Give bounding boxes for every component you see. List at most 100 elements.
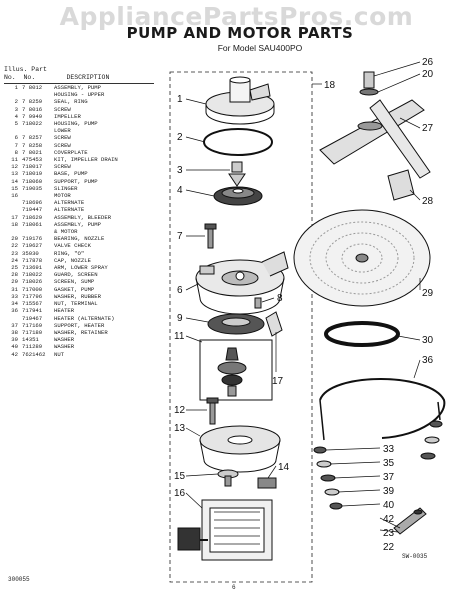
parts-description: SCREW — [54, 134, 71, 142]
parts-description: WASHER, RUBBER — [54, 292, 101, 300]
screen-guard — [387, 169, 415, 201]
parts-description: HEATER — [54, 307, 75, 315]
parts-part-no: 7 8259 — [22, 98, 43, 106]
parts-description: HOUSING - UPPER — [54, 91, 105, 99]
parts-description: ARM, LOWER SPRAY — [54, 264, 108, 272]
parts-illus-no: 18 — [11, 220, 18, 228]
parts-illus-no: 13 — [11, 170, 18, 178]
callout-11: 11 — [174, 331, 185, 342]
parts-illus-no: 2 — [14, 98, 18, 106]
parts-description: MOTOR — [54, 192, 71, 200]
parts-illus-no: 7 — [14, 141, 18, 149]
callout-16: 16 — [174, 488, 186, 499]
parts-illus-no: 25 — [11, 264, 18, 272]
motor — [177, 499, 273, 561]
bleeder-assembly — [265, 311, 283, 337]
parts-description: BEARING, NOZZLE — [54, 235, 105, 243]
parts-part-no: 7621462 — [22, 350, 46, 358]
callout-33: 33 — [383, 444, 395, 455]
header-illus-part: Illus. Part — [4, 66, 47, 73]
screw-part-12 — [206, 397, 219, 425]
parts-illus-no: 20 — [11, 235, 18, 243]
parts-description: IMPELLER — [54, 112, 81, 120]
parts-illus-no: 16 — [11, 192, 18, 200]
callout-39: 39 — [383, 486, 395, 497]
parts-illus-no: 3 — [14, 105, 18, 113]
parts-row: 33 717796 WASHER, RUBBER — [4, 293, 159, 300]
parts-description: WASHER — [54, 336, 75, 344]
parts-illus-no: 39 — [11, 336, 18, 344]
parts-illus-no: 22 — [11, 242, 18, 250]
parts-description: RING, "O" — [54, 249, 85, 257]
check-valve — [393, 507, 427, 535]
callout-20: 20 — [422, 69, 434, 80]
parts-description: CAP, NOZZLE — [54, 256, 91, 264]
parts-row: & MOTOR — [4, 228, 159, 235]
parts-description: LOWER — [54, 127, 71, 135]
upper-housing — [205, 76, 275, 125]
callout-14: 14 — [278, 462, 290, 473]
parts-description: SUPPORT, PUMP — [54, 177, 98, 185]
parts-part-no: 717000 — [22, 285, 43, 293]
parts-illus-no: 15 — [11, 184, 18, 192]
parts-part-no: 717796 — [22, 292, 43, 300]
parts-description: SCREW — [54, 105, 71, 113]
parts-part-no: 715567 — [22, 300, 43, 308]
spray-arm — [319, 71, 431, 179]
parts-description: WASHER, RETAINER — [54, 328, 108, 336]
coverplate-bolt — [254, 297, 262, 309]
parts-part-no: 718017 — [22, 163, 43, 171]
parts-description: SCREW — [54, 141, 71, 149]
header-no-2: No. — [23, 74, 36, 81]
page-title: PUMP AND MOTOR PARTS — [126, 24, 354, 42]
parts-part-no: 718629 — [22, 213, 43, 221]
parts-description: HEATER (ALTERNATE) — [54, 314, 115, 322]
parts-part-no: 711289 — [22, 343, 43, 351]
parts-part-no: 718022 — [22, 120, 43, 128]
parts-part-no: 718026 — [22, 278, 43, 286]
parts-illus-no: 42 — [11, 350, 18, 358]
diagram-code: SW-0035 — [402, 553, 428, 560]
parts-illus-no: 31 — [11, 285, 18, 293]
sump-screen — [293, 209, 431, 307]
parts-part-no: 713691 — [22, 264, 43, 272]
parts-part-no: 719627 — [22, 242, 43, 250]
parts-description: KIT, IMPELLER DRAIN — [54, 156, 118, 164]
parts-part-no: 718022 — [22, 271, 43, 279]
parts-illus-no: 11 — [11, 156, 18, 164]
parts-part-no: 719035 — [22, 184, 43, 192]
callout-2: 2 — [177, 132, 183, 143]
callout-29: 29 — [422, 288, 434, 299]
parts-description: ASSEMBLY, BLEEDER — [54, 213, 112, 221]
assembly-outline — [169, 71, 313, 583]
callout-22: 22 — [383, 542, 395, 553]
watermark: AppliancePartsPros.com — [59, 2, 414, 31]
parts-description: & MOTOR — [54, 228, 78, 236]
screw-part-7 — [204, 223, 217, 249]
parts-illus-no: 33 — [11, 292, 18, 300]
callout-30: 30 — [422, 335, 434, 346]
parts-description: ALTERNATE — [54, 199, 85, 207]
parts-part-no: 717878 — [22, 256, 43, 264]
parts-part-no: 7 8012 — [22, 84, 43, 91]
parts-illus-no: 28 — [11, 271, 18, 279]
